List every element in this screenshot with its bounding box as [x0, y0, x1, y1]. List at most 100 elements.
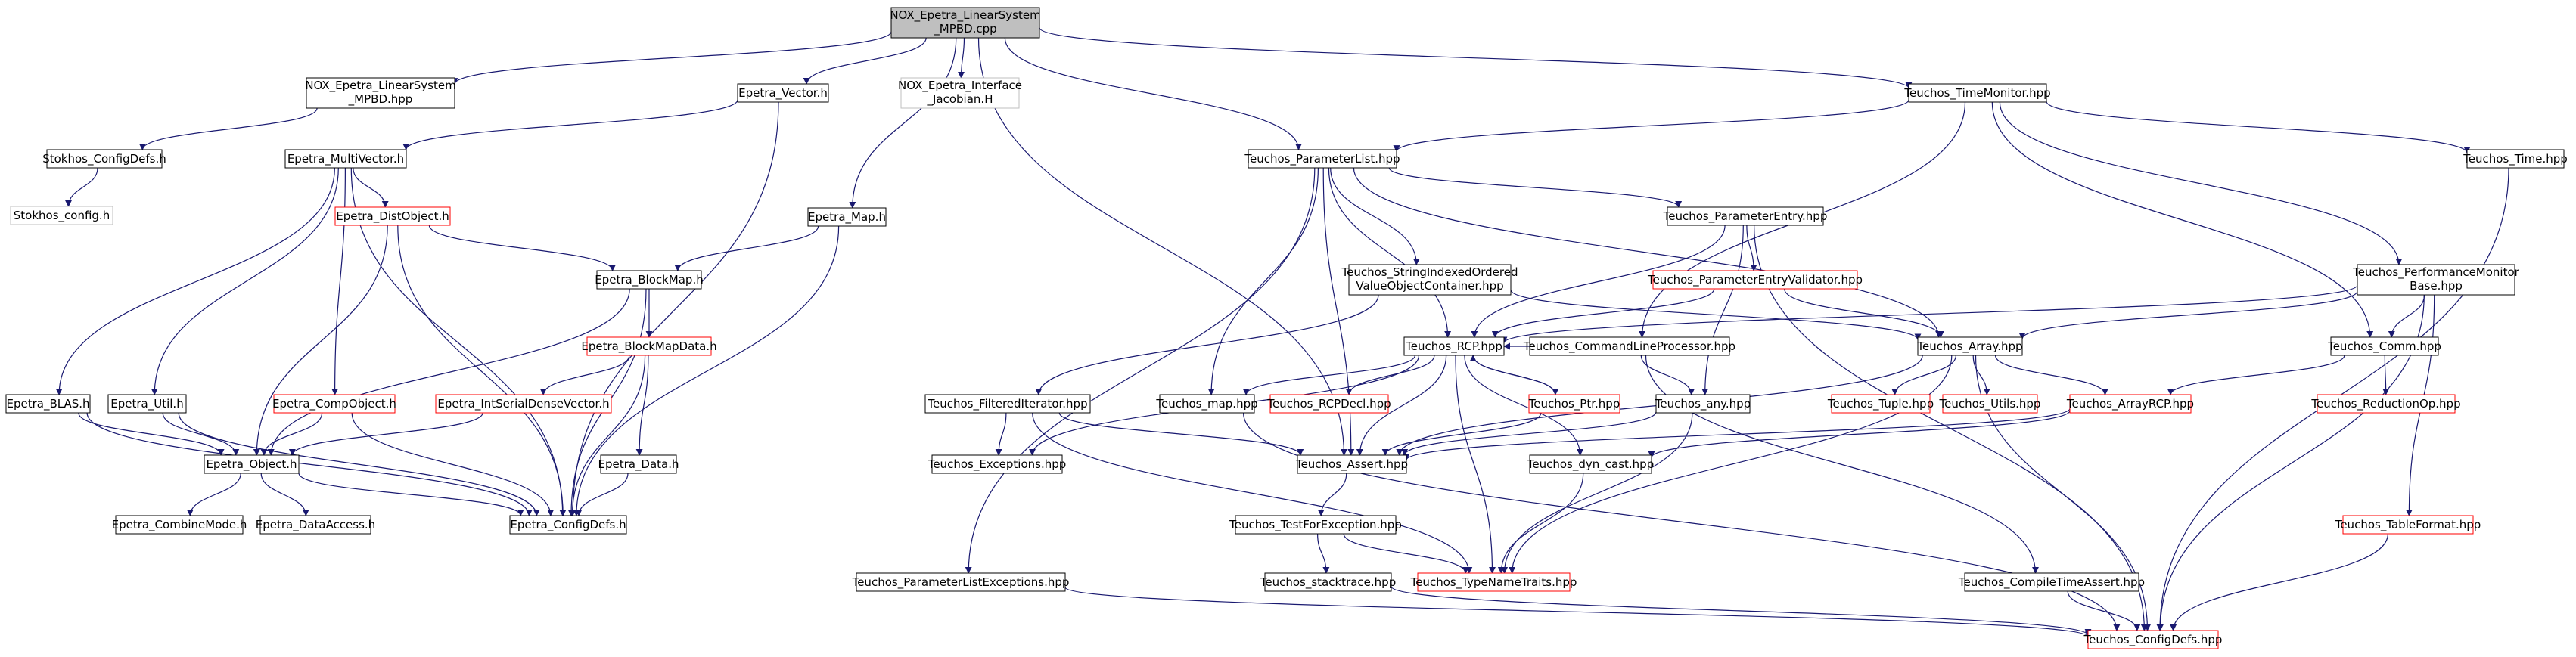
node-teuchos_time[interactable]: Teuchos_Time.hpp: [2463, 149, 2568, 169]
node-teuchos_paramlist[interactable]: Teuchos_ParameterList.hpp: [1244, 149, 1400, 169]
node-label: Teuchos_ArrayRCP.hpp: [2066, 397, 2194, 411]
node-epetra_configdefs[interactable]: Epetra_ConfigDefs.h: [509, 515, 627, 535]
node-teuchos_sioc[interactable]: Teuchos_StringIndexedOrderedValueObjectC…: [1341, 264, 1518, 296]
edge-teuchos_peval-to-teuchos_array: [1784, 288, 1944, 338]
node-box: [5, 394, 91, 414]
node-box: [1348, 264, 1512, 296]
edge-epetra_object-to-epetra_configdefs: [298, 473, 524, 516]
edge-teuchos_clp-to-teuchos_compiletimeassert: [1645, 355, 2039, 574]
node-teuchos_tuple[interactable]: Teuchos_Tuple.hpp: [1827, 394, 1934, 414]
edge-root-to-epetra_vector: [803, 37, 927, 85]
node-teuchos_utils[interactable]: Teuchos_Utils.hpp: [1939, 394, 2041, 414]
node-label: Epetra_CombineMode.h: [112, 518, 247, 532]
node-teuchos_typenametraits[interactable]: Teuchos_TypeNameTraits.hpp: [1410, 572, 1577, 592]
node-box: [2069, 394, 2192, 414]
edge-teuchos_rcp-to-teuchos_rcpdecl: [1345, 355, 1435, 395]
node-epetra_distobject[interactable]: Epetra_DistObject.h: [334, 206, 451, 226]
node-epetra_blockmapdata[interactable]: Epetra_BlockMapData.h: [581, 336, 717, 356]
edge-epetra_util-to-epetra_configdefs: [178, 412, 540, 516]
node-epetra_combinemode[interactable]: Epetra_CombineMode.h: [112, 515, 247, 535]
edge-teuchos_array-to-teuchos_tuple: [1891, 355, 1956, 395]
node-nox_lsmpbd_hpp[interactable]: NOX_Epetra_LinearSystem_MPBD.hpp: [305, 77, 456, 109]
edge-teuchos_timemonitor-to-teuchos_comm: [1991, 101, 2374, 338]
node-label: Base.hpp: [2410, 279, 2463, 293]
node-label: Teuchos_Tuple.hpp: [1827, 397, 1934, 411]
edge-teuchos_testforexc-to-teuchos_typenametraits: [1343, 533, 1469, 574]
node-epetra_map[interactable]: Epetra_Map.h: [807, 207, 887, 227]
node-label: Teuchos_Assert.hpp: [1295, 457, 1408, 472]
node-teuchos_paramentry[interactable]: Teuchos_ParameterEntry.hpp: [1663, 206, 1828, 226]
node-label: NOX_Epetra_Interface: [898, 79, 1022, 93]
edge-epetra_blas-to-epetra_object: [78, 412, 225, 456]
node-label: Teuchos_ParameterEntryValidator.hpp: [1647, 273, 1863, 287]
node-epetra_blas[interactable]: Epetra_BLAS.h: [5, 394, 91, 414]
node-teuchos_ptr[interactable]: Teuchos_Ptr.hpp: [1528, 394, 1620, 414]
node-epetra_object[interactable]: Epetra_Object.h: [204, 454, 300, 474]
node-label: Epetra_Vector.h: [738, 86, 828, 101]
node-box: [924, 394, 1091, 414]
node-epetra_util[interactable]: Epetra_Util.h: [107, 394, 187, 414]
node-teuchos_configdefs[interactable]: Teuchos_ConfigDefs.hpp: [2083, 630, 2223, 649]
node-label: Epetra_BlockMapData.h: [581, 339, 716, 354]
node-teuchos_array[interactable]: Teuchos_Array.hpp: [1916, 336, 2023, 356]
edge-teuchos_timemonitor-to-teuchos_paramlist: [1393, 99, 1909, 153]
node-teuchos_tableformat[interactable]: Teuchos_TableFormat.hpp: [2335, 515, 2481, 535]
node-label: Stokhos_config.h: [14, 209, 110, 223]
node-teuchos_map[interactable]: Teuchos_map.hpp: [1155, 394, 1258, 414]
node-label: ValueObjectContainer.hpp: [1356, 279, 1503, 293]
node-teuchos_arrayrcp[interactable]: Teuchos_ArrayRCP.hpp: [2066, 394, 2194, 414]
node-box: [737, 83, 829, 103]
node-label: Teuchos_stacktrace.hpp: [1260, 575, 1396, 590]
node-teuchos_assert[interactable]: Teuchos_Assert.hpp: [1295, 454, 1408, 474]
node-teuchos_peval[interactable]: Teuchos_ParameterEntryValidator.hpp: [1647, 270, 1863, 290]
node-box: [1528, 394, 1620, 414]
edge-teuchos_sioc-to-teuchos_filtered: [1035, 294, 1379, 395]
node-label: Teuchos_RCPDecl.hpp: [1266, 397, 1391, 411]
edge-epetra_object-to-epetra_dataaccess: [260, 473, 309, 516]
node-label: _MPBD.hpp: [348, 92, 413, 107]
node-teuchos_rcpdecl[interactable]: Teuchos_RCPDecl.hpp: [1266, 394, 1391, 414]
node-label: Teuchos_ParameterList.hpp: [1244, 152, 1400, 166]
node-box: [284, 149, 407, 169]
node-label: Stokhos_ConfigDefs.h: [42, 152, 166, 166]
node-label: Epetra_BLAS.h: [6, 397, 89, 411]
node-box: [1264, 572, 1392, 592]
node-stokhos_configdefs[interactable]: Stokhos_ConfigDefs.h: [42, 149, 166, 169]
edge-teuchos_perfmon-to-teuchos_array: [2018, 290, 2358, 339]
node-teuchos_clp[interactable]: Teuchos_CommandLineProcessor.hpp: [1523, 336, 1735, 356]
node-label: Teuchos_CompileTimeAssert.hpp: [1958, 575, 2145, 590]
node-epetra_vector[interactable]: Epetra_Vector.h: [737, 83, 829, 103]
node-teuchos_exceptions[interactable]: Teuchos_Exceptions.hpp: [928, 454, 1067, 474]
node-epetra_blockmap[interactable]: Epetra_BlockMap.h: [595, 270, 704, 290]
edge-root-to-nox_lsmpbd_hpp: [451, 31, 892, 85]
node-teuchos_any[interactable]: Teuchos_any.hpp: [1655, 394, 1751, 414]
node-teuchos_stacktrace[interactable]: Teuchos_stacktrace.hpp: [1260, 572, 1396, 592]
edge-teuchos_clp-to-teuchos_any: [1640, 355, 1695, 395]
node-label: Teuchos_any.hpp: [1655, 397, 1751, 411]
node-box: [1235, 515, 1397, 535]
edge-teuchos_stacktrace-to-teuchos_configdefs: [1391, 586, 2092, 636]
node-epetra_intserial[interactable]: Epetra_IntSerialDenseVector.h: [435, 394, 612, 414]
node-teuchos_compiletimeassert[interactable]: Teuchos_CompileTimeAssert.hpp: [1958, 572, 2145, 592]
edge-teuchos_timemonitor-to-teuchos_perfmon: [1999, 101, 2403, 265]
edge-teuchos_sioc-to-teuchos_array: [1510, 289, 1922, 341]
node-root[interactable]: NOX_Epetra_LinearSystem_MPBD.cpp: [890, 7, 1041, 39]
node-teuchos_reductionop[interactable]: Teuchos_ReductionOp.hpp: [2310, 394, 2461, 414]
node-epetra_compobject[interactable]: Epetra_CompObject.h: [272, 394, 396, 414]
node-epetra_dataaccess[interactable]: Epetra_DataAccess.h: [256, 515, 375, 535]
node-teuchos_filtered[interactable]: Teuchos_FilteredIterator.hpp: [924, 394, 1091, 414]
node-label: Teuchos_TableFormat.hpp: [2335, 518, 2481, 532]
node-teuchos_rcp[interactable]: Teuchos_RCP.hpp: [1403, 336, 1505, 356]
node-teuchos_comm[interactable]: Teuchos_Comm.hpp: [2327, 336, 2441, 356]
node-label: Epetra_DataAccess.h: [256, 518, 375, 532]
edge-epetra_map-to-epetra_blockmap: [674, 225, 819, 271]
node-epetra_data[interactable]: Epetra_Data.h: [598, 454, 679, 474]
node-teuchos_dyncast[interactable]: Teuchos_dyn_cast.hpp: [1527, 454, 1654, 474]
node-epetra_multivector[interactable]: Epetra_MultiVector.h: [284, 149, 407, 169]
node-label: Epetra_Data.h: [598, 457, 679, 472]
node-teuchos_testforexc[interactable]: Teuchos_TestForException.hpp: [1229, 515, 1402, 535]
edge-teuchos_testforexc-to-teuchos_stacktrace: [1317, 533, 1330, 574]
node-teuchos_plexc[interactable]: Teuchos_ParameterListExceptions.hpp: [852, 572, 1070, 592]
node-teuchos_timemonitor[interactable]: Teuchos_TimeMonitor.hpp: [1903, 83, 2051, 103]
